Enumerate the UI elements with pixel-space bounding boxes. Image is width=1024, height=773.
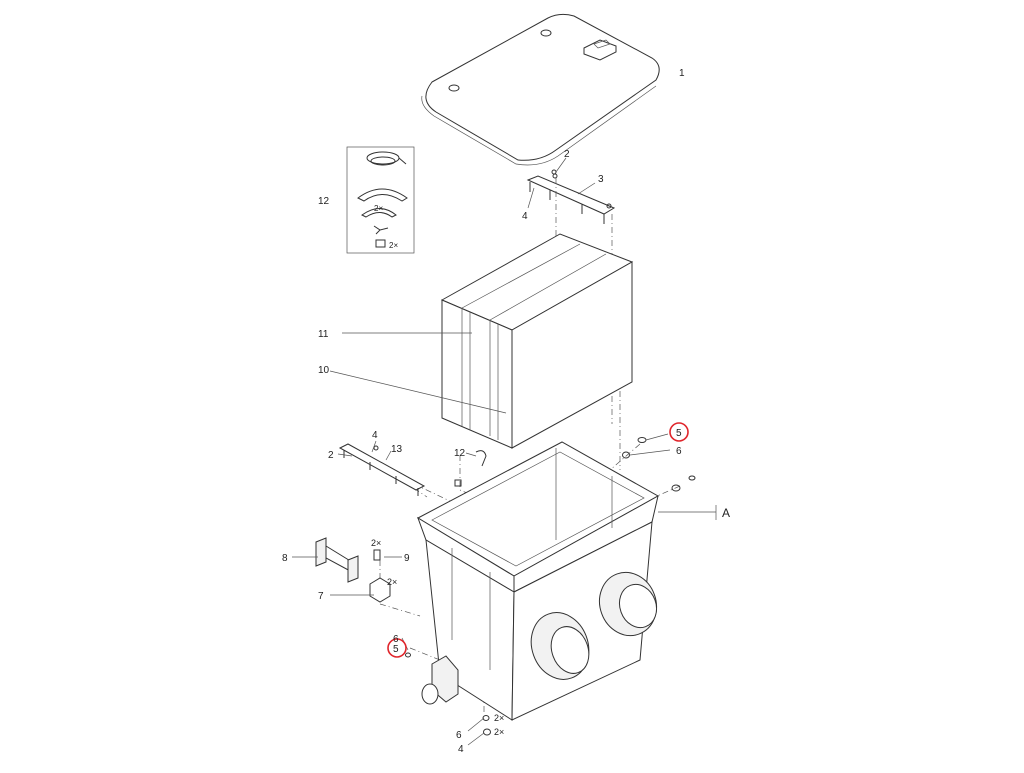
label-bracket-pin-top: 2 bbox=[564, 149, 570, 160]
highlight-circle-right bbox=[669, 422, 689, 442]
label-housing: A bbox=[722, 506, 730, 520]
label-clip-kit-qty-a: 2× bbox=[374, 204, 383, 213]
label-filter-front: 11 bbox=[318, 329, 329, 340]
label-screw-right: 5 bbox=[676, 428, 682, 439]
label-screw-left-mid: 4 bbox=[372, 430, 378, 441]
filter-blocks bbox=[440, 233, 634, 449]
cover-part bbox=[421, 13, 660, 166]
label-screw-bottom-qty: 2× bbox=[494, 727, 504, 737]
label-washer-bottom-qty: 2× bbox=[494, 713, 504, 723]
label-bracket-top: 3 bbox=[598, 174, 604, 185]
label-bolt-qty: 2× bbox=[371, 538, 381, 548]
label-bolt: 9 bbox=[404, 553, 410, 564]
pipe-part bbox=[315, 537, 359, 583]
label-washer-bottom: 6 bbox=[456, 730, 462, 741]
label-pipe: 8 bbox=[282, 553, 288, 564]
label-bracket-screw-top: 4 bbox=[522, 211, 528, 222]
label-filter-back: 10 bbox=[318, 365, 330, 376]
highlight-circle-left bbox=[387, 638, 407, 658]
label-clip-kit: 12 bbox=[318, 196, 330, 207]
small-nut bbox=[454, 479, 462, 487]
mid-bracket bbox=[338, 443, 426, 496]
housing-part bbox=[416, 441, 660, 721]
label-clamp-qty: 2× bbox=[387, 577, 397, 587]
label-screw-left: 5 bbox=[393, 644, 399, 655]
label-screw-bottom: 4 bbox=[458, 744, 464, 755]
label-cover: 1 bbox=[679, 68, 685, 79]
top-bracket bbox=[526, 173, 616, 224]
hook-part bbox=[475, 450, 487, 467]
clip-kit-box bbox=[346, 146, 415, 254]
callout-labels: 1 2 3 4 12 2× 2× 11 10 5 6 4 2 13 12 A 2… bbox=[282, 68, 730, 755]
label-clamp: 7 bbox=[318, 591, 324, 602]
label-pin-left-mid: 2 bbox=[328, 450, 334, 461]
label-hook-mid: 12 bbox=[454, 448, 466, 459]
label-clip-kit-qty-b: 2× bbox=[389, 241, 398, 250]
label-bracket-mid: 13 bbox=[391, 444, 403, 455]
clamp-part bbox=[369, 549, 391, 603]
label-washer-left: 6 bbox=[393, 634, 399, 645]
label-washer-right: 6 bbox=[676, 446, 682, 457]
